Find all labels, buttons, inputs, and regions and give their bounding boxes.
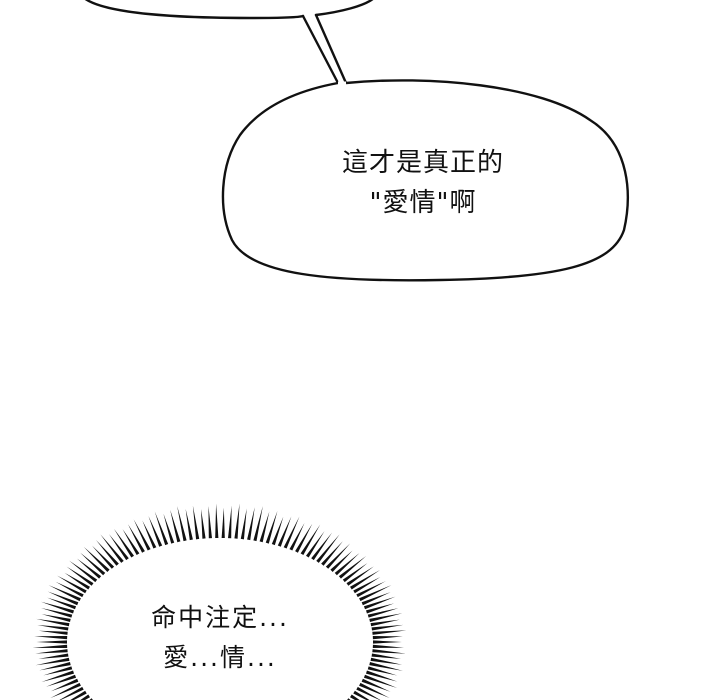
burst-line-1: 命中注定... xyxy=(151,603,289,632)
speech-line-1: 這才是真正的 xyxy=(341,148,504,178)
bubble-tail xyxy=(301,13,348,85)
speech-line-2: "愛情"啊 xyxy=(369,188,477,218)
burst-bubble-text: 命中注定... 愛...情... xyxy=(120,598,320,678)
emphasis-burst xyxy=(32,503,407,700)
main-speech-bubble xyxy=(221,79,629,282)
speech-bubble-text: 這才是真正的 "愛情"啊 xyxy=(300,143,546,223)
top-speech-bubble xyxy=(84,0,374,20)
burst-line-2: 愛...情... xyxy=(163,643,277,672)
